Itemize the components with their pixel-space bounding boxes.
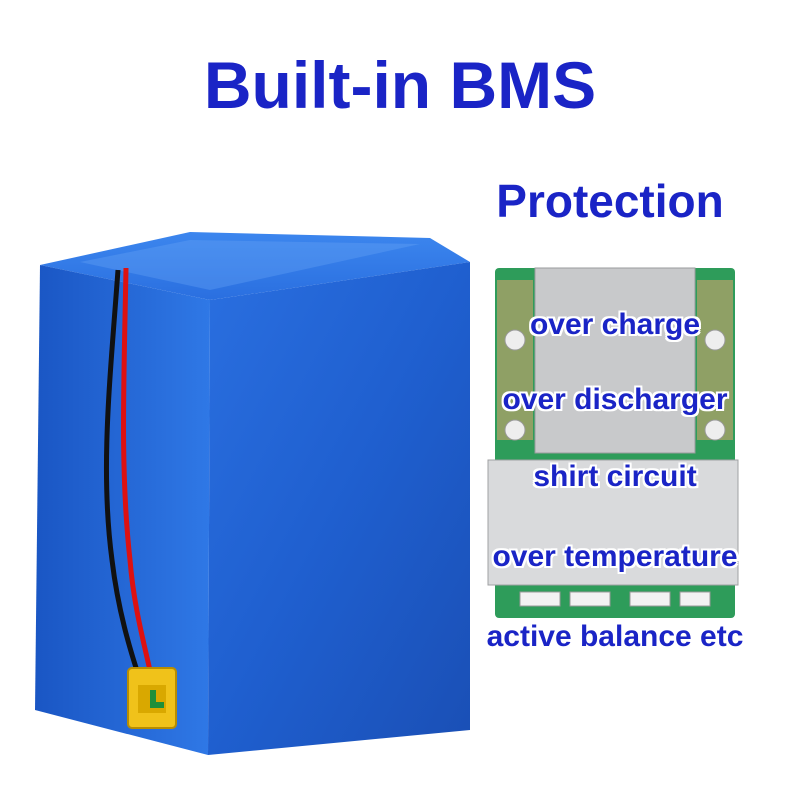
feature-short-circuit: shirt circuit [533, 460, 697, 493]
protection-heading: Protection [496, 175, 724, 227]
feature-over-temperature: over temperature [492, 540, 738, 573]
page-title: Built-in BMS [203, 48, 597, 122]
feature-over-discharge: over discharger [502, 383, 728, 416]
feature-over-charge: over charge [529, 308, 701, 341]
feature-active-balance: active balance etc [486, 620, 744, 653]
